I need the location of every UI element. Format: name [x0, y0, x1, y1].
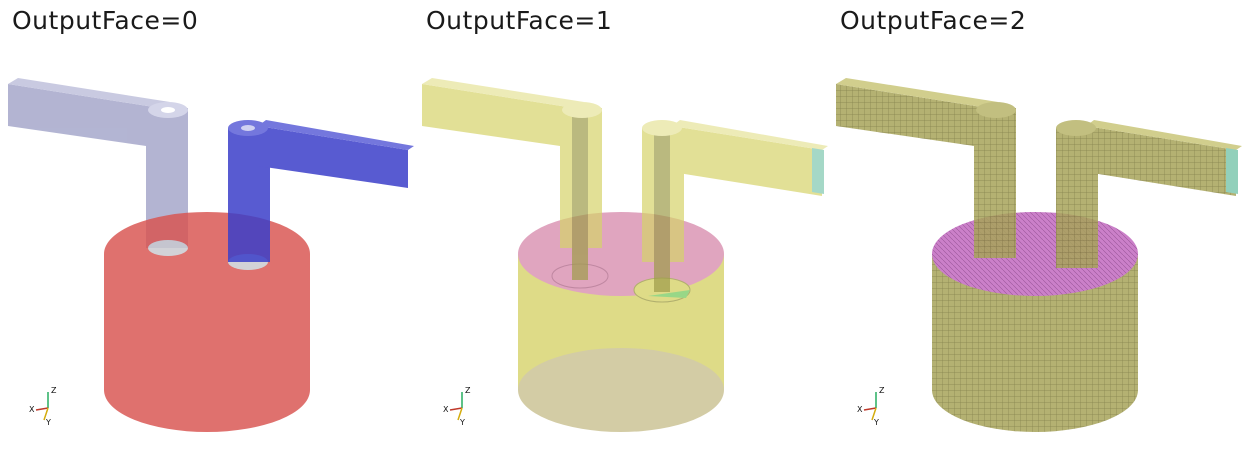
- panel-outputface-2: OutputFace=2: [828, 0, 1242, 449]
- panel-title: OutputFace=2: [840, 6, 1027, 35]
- axis-label-x: X: [29, 405, 35, 414]
- left-pipe: [422, 78, 602, 280]
- right-pipe: [642, 120, 828, 292]
- viewport-3d[interactable]: Z X Y: [828, 0, 1242, 449]
- panel-outputface-1: OutputFace=1: [414, 0, 828, 449]
- axis-triad: Z X Y: [857, 386, 885, 427]
- axis-label-y: Y: [45, 418, 51, 427]
- panel-outputface-0: OutputFace=0: [0, 0, 414, 449]
- panel-title: OutputFace=1: [426, 6, 613, 35]
- axis-label-z: Z: [465, 386, 471, 395]
- left-pipe: [8, 78, 188, 248]
- viewport-3d[interactable]: Z X Y: [414, 0, 828, 449]
- cylinder: [104, 212, 310, 432]
- axis-label-y: Y: [873, 418, 879, 427]
- axis-label-x: X: [857, 405, 863, 414]
- left-pipe: [836, 78, 1016, 258]
- right-pipe: [1056, 120, 1242, 268]
- axis-triad: Z X Y: [29, 386, 57, 427]
- axis-label-y: Y: [459, 418, 465, 427]
- axis-triad: Z X Y: [443, 386, 471, 427]
- cylinder: [932, 212, 1138, 432]
- axis-label-z: Z: [879, 386, 885, 395]
- viewport-3d[interactable]: Z X Y: [0, 0, 414, 449]
- right-pipe: [228, 120, 414, 262]
- axis-label-x: X: [443, 405, 449, 414]
- axis-label-z: Z: [51, 386, 57, 395]
- panel-title: OutputFace=0: [12, 6, 199, 35]
- cylinder: [518, 212, 724, 432]
